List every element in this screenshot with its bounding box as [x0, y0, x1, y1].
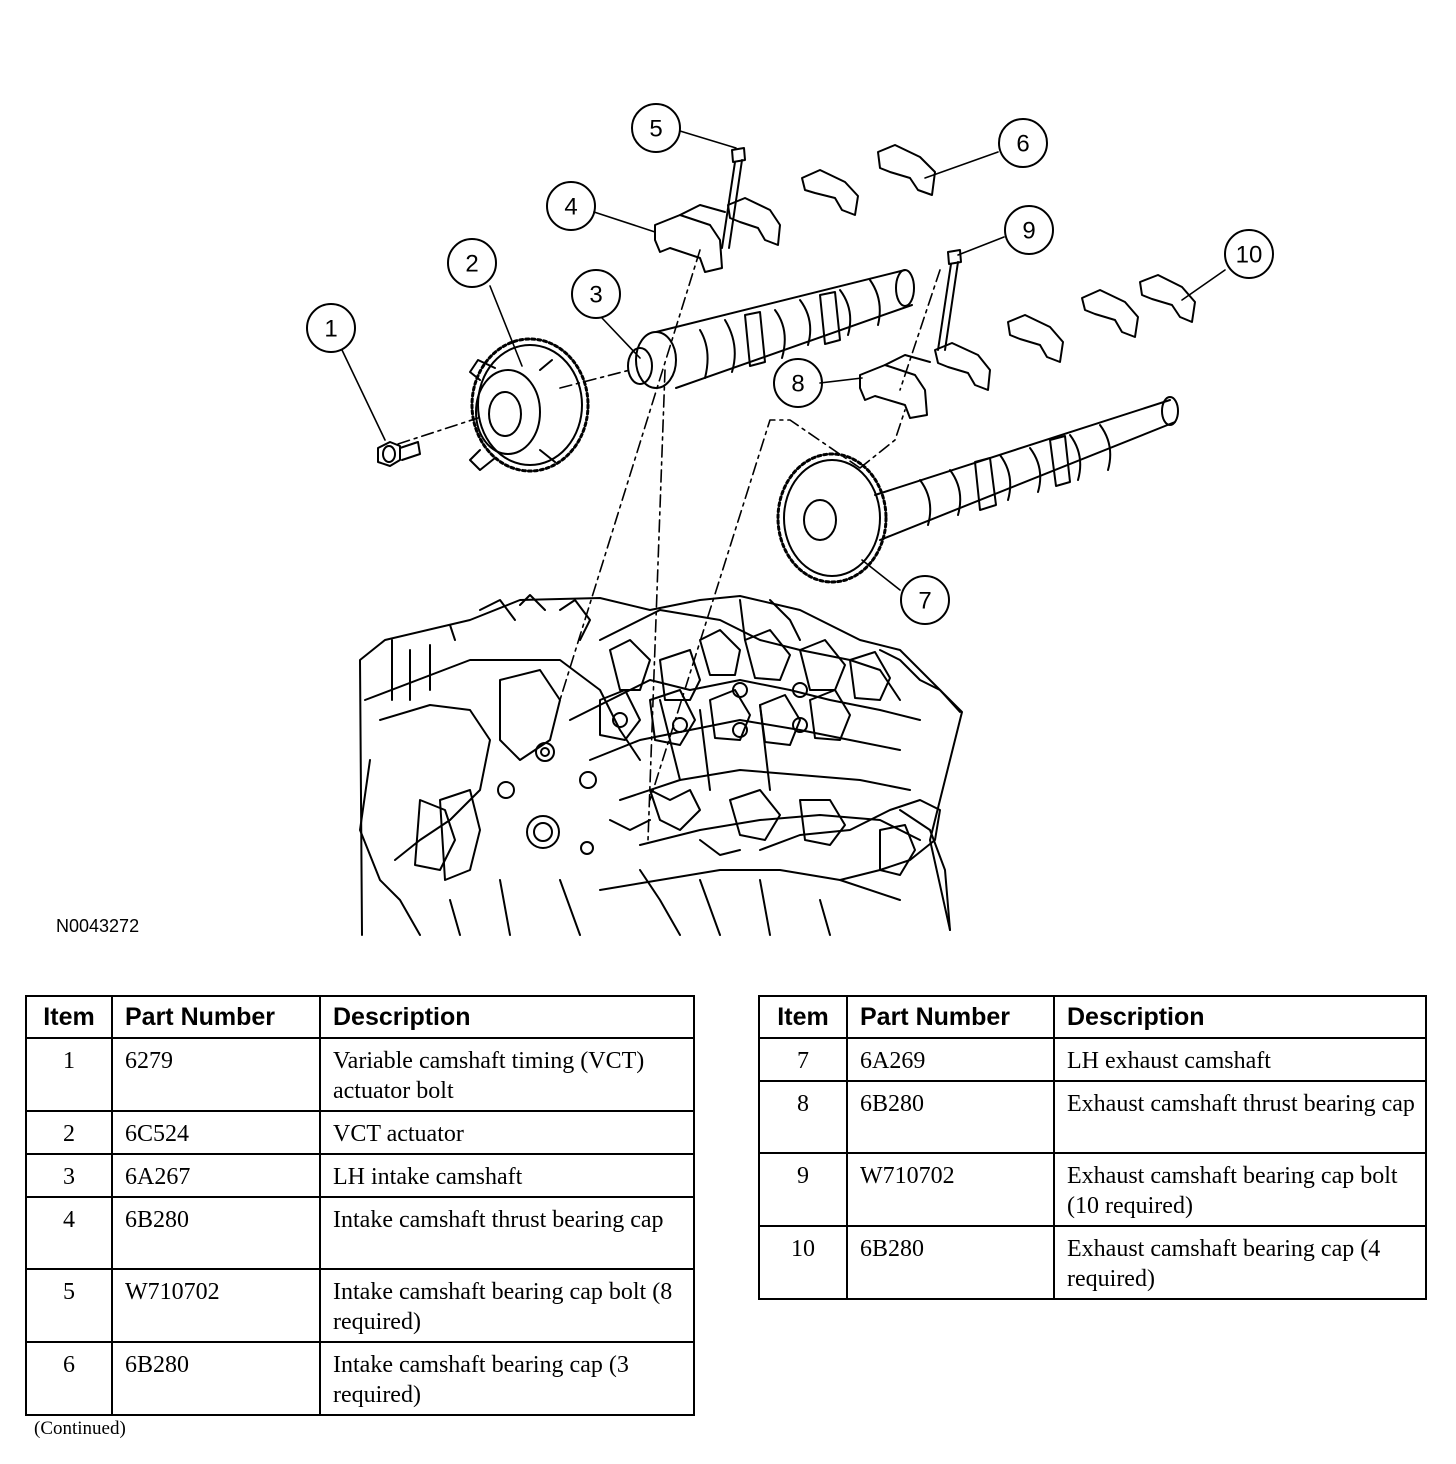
- part-number-cell: 6A269: [846, 1037, 1055, 1082]
- description-cell: LH intake camshaft: [319, 1153, 695, 1198]
- table-row: 4 6B280 Intake camshaft thrust bearing c…: [25, 1196, 695, 1270]
- description-cell: Exhaust camshaft bearing cap (4 required…: [1053, 1225, 1427, 1300]
- exploded-camshaft-diagram: 1 2 3 4 5 6 7 8 9 10: [306, 103, 1274, 936]
- part-number-cell: 6B280: [111, 1196, 321, 1270]
- parts-table-left: Item Part Number Description 1 6279 Vari…: [25, 995, 695, 1416]
- part-number-cell: 6B280: [846, 1080, 1055, 1154]
- callout-3: 3: [589, 282, 602, 309]
- callout-circle: [447, 238, 497, 288]
- callout-4: 4: [564, 194, 577, 221]
- item-cell: 9: [758, 1152, 848, 1227]
- description-cell: Intake camshaft thrust bearing cap: [319, 1196, 695, 1270]
- table-header-row: Item Part Number Description: [758, 995, 1427, 1039]
- description-cell: VCT actuator: [319, 1110, 695, 1155]
- callout-circles: [306, 103, 1274, 625]
- vct-actuator: [469, 337, 590, 473]
- callout-circle: [571, 269, 621, 319]
- item-cell: 2: [25, 1110, 113, 1155]
- description-cell: Variable camshaft timing (VCT) actuator …: [319, 1037, 695, 1112]
- callout-1: 1: [324, 316, 337, 343]
- callout-circle: [631, 103, 681, 153]
- callout-circle: [998, 118, 1048, 168]
- exhaust-thrust-bearing-cap: [859, 354, 931, 419]
- part-number-cell: 6B280: [846, 1225, 1055, 1300]
- item-cell: 6: [25, 1341, 113, 1416]
- vct-actuator-bolt: [377, 441, 421, 467]
- callout-7: 7: [918, 588, 931, 615]
- table-row: 5 W710702 Intake camshaft bearing cap bo…: [25, 1268, 695, 1343]
- callout-6: 6: [1016, 131, 1029, 158]
- description-cell: Exhaust camshaft bearing cap bolt (10 re…: [1053, 1152, 1427, 1227]
- table-row: 2 6C524 VCT actuator: [25, 1110, 695, 1155]
- table-row: 7 6A269 LH exhaust camshaft: [758, 1037, 1427, 1082]
- callout-circle: [1004, 205, 1054, 255]
- assembly-guide-lines: [397, 249, 941, 841]
- item-cell: 8: [758, 1080, 848, 1154]
- description-cell: Intake camshaft bearing cap (3 required): [319, 1341, 695, 1416]
- part-number-cell: 6A267: [111, 1153, 321, 1198]
- callout-2: 2: [465, 251, 478, 278]
- table-row: 3 6A267 LH intake camshaft: [25, 1153, 695, 1198]
- callout-circle: [546, 181, 596, 231]
- callout-circle: [1224, 229, 1274, 279]
- table-row: 8 6B280 Exhaust camshaft thrust bearing …: [758, 1080, 1427, 1154]
- callout-9: 9: [1022, 218, 1035, 245]
- item-cell: 7: [758, 1037, 848, 1082]
- item-cell: 1: [25, 1037, 113, 1112]
- table-header-row: Item Part Number Description: [25, 995, 695, 1039]
- callout-5: 5: [649, 116, 662, 143]
- intake-camshaft: [627, 269, 915, 389]
- callout-8: 8: [791, 371, 804, 398]
- callout-10: 10: [1236, 242, 1263, 269]
- item-cell: 3: [25, 1153, 113, 1198]
- parts-table-right: Item Part Number Description 7 6A269 LH …: [758, 995, 1427, 1300]
- part-number-cell: 6B280: [111, 1341, 321, 1416]
- column-header-part-number: Part Number: [846, 995, 1055, 1039]
- intake-bearing-caps: [727, 144, 936, 246]
- exhaust-camshaft: [776, 396, 1179, 584]
- intake-bearing-cap-bolt: [721, 147, 746, 249]
- exhaust-bearing-caps: [934, 274, 1196, 391]
- table-row: 10 6B280 Exhaust camshaft bearing cap (4…: [758, 1225, 1427, 1300]
- description-cell: Exhaust camshaft thrust bearing cap: [1053, 1080, 1427, 1154]
- item-cell: 5: [25, 1268, 113, 1343]
- description-cell: LH exhaust camshaft: [1053, 1037, 1427, 1082]
- part-number-cell: W710702: [846, 1152, 1055, 1227]
- column-header-part-number: Part Number: [111, 995, 321, 1039]
- figure-id: N0043272: [56, 916, 140, 936]
- callout-circle: [900, 575, 950, 625]
- table-row: 1 6279 Variable camshaft timing (VCT) ac…: [25, 1037, 695, 1112]
- table-row: 9 W710702 Exhaust camshaft bearing cap b…: [758, 1152, 1427, 1227]
- item-cell: 4: [25, 1196, 113, 1270]
- exhaust-bearing-cap-bolt: [937, 249, 962, 351]
- column-header-description: Description: [319, 995, 695, 1039]
- description-cell: Intake camshaft bearing cap bolt (8 requ…: [319, 1268, 695, 1343]
- part-number-cell: W710702: [111, 1268, 321, 1343]
- item-cell: 10: [758, 1225, 848, 1300]
- callout-circle: [773, 358, 823, 408]
- cylinder-head-illustration: [359, 594, 963, 936]
- column-header-item: Item: [758, 995, 848, 1039]
- continued-note: (Continued): [34, 1418, 126, 1439]
- leader-lines: [341, 130, 1226, 591]
- column-header-item: Item: [25, 995, 113, 1039]
- table-row: 6 6B280 Intake camshaft bearing cap (3 r…: [25, 1341, 695, 1416]
- part-number-cell: 6C524: [111, 1110, 321, 1155]
- intake-thrust-bearing-cap: [654, 204, 726, 273]
- part-number-cell: 6279: [111, 1037, 321, 1112]
- callout-circle: [306, 303, 356, 353]
- column-header-description: Description: [1053, 995, 1427, 1039]
